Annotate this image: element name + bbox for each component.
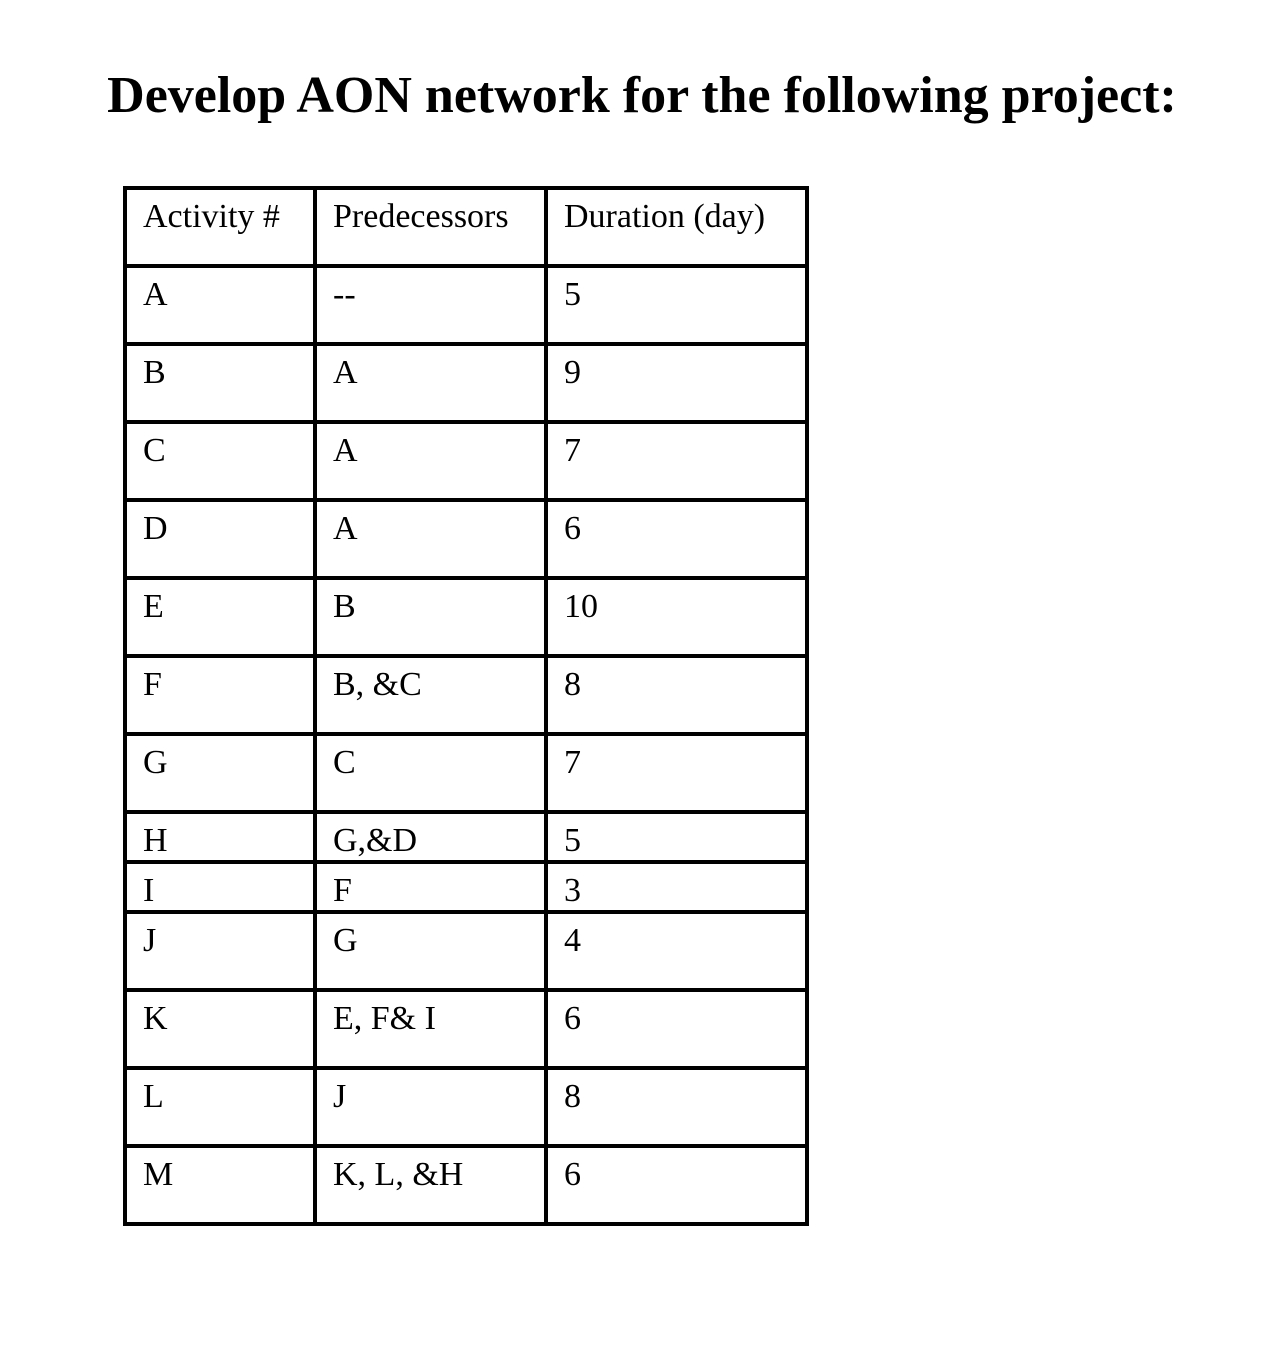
activity-cell: B <box>123 342 317 424</box>
table-row: B A 9 <box>123 342 809 424</box>
activity-cell: J <box>123 910 317 992</box>
duration-cell: 9 <box>544 342 809 424</box>
activity-cell: D <box>123 498 317 580</box>
table-row: E B 10 <box>123 576 809 658</box>
activity-cell: L <box>123 1066 317 1148</box>
table-row: F B, &C 8 <box>123 654 809 736</box>
activity-cell: K <box>123 988 317 1070</box>
predecessors-cell: J <box>313 1066 548 1148</box>
activity-cell: E <box>123 576 317 658</box>
predecessors-cell: C <box>313 732 548 814</box>
table-row: A -- 5 <box>123 264 809 346</box>
predecessors-cell: F <box>313 860 548 914</box>
activity-cell: C <box>123 420 317 502</box>
header-duration: Duration (day) <box>544 186 809 268</box>
duration-cell: 6 <box>544 1144 809 1226</box>
predecessors-cell: E, F& I <box>313 988 548 1070</box>
duration-cell: 7 <box>544 420 809 502</box>
duration-cell: 8 <box>544 654 809 736</box>
table-row: H G,&D 5 <box>123 810 809 864</box>
table-row: K E, F& I 6 <box>123 988 809 1070</box>
predecessors-cell: G <box>313 910 548 992</box>
predecessors-cell: -- <box>313 264 548 346</box>
table-row: L J 8 <box>123 1066 809 1148</box>
predecessors-cell: A <box>313 342 548 424</box>
activity-cell: M <box>123 1144 317 1226</box>
table-row: I F 3 <box>123 860 809 914</box>
table-header-row: Activity # Predecessors Duration (day) <box>123 186 809 268</box>
table-row: J G 4 <box>123 910 809 992</box>
activity-table: Activity # Predecessors Duration (day) A… <box>123 186 809 1226</box>
activity-cell: A <box>123 264 317 346</box>
table-row: D A 6 <box>123 498 809 580</box>
activity-cell: G <box>123 732 317 814</box>
table-row: M K, L, &H 6 <box>123 1144 809 1226</box>
duration-cell: 3 <box>544 860 809 914</box>
predecessors-cell: K, L, &H <box>313 1144 548 1226</box>
activity-cell: I <box>123 860 317 914</box>
table-body: A -- 5 B A 9 C A 7 D A 6 E B 10 F B, &C … <box>123 264 809 1226</box>
table-row: C A 7 <box>123 420 809 502</box>
header-activity: Activity # <box>123 186 317 268</box>
predecessors-cell: A <box>313 498 548 580</box>
predecessors-cell: G,&D <box>313 810 548 864</box>
activity-cell: H <box>123 810 317 864</box>
predecessors-cell: B, &C <box>313 654 548 736</box>
header-predecessors: Predecessors <box>313 186 548 268</box>
duration-cell: 7 <box>544 732 809 814</box>
duration-cell: 6 <box>544 988 809 1070</box>
activity-cell: F <box>123 654 317 736</box>
duration-cell: 6 <box>544 498 809 580</box>
predecessors-cell: B <box>313 576 548 658</box>
duration-cell: 5 <box>544 264 809 346</box>
table-row: G C 7 <box>123 732 809 814</box>
predecessors-cell: A <box>313 420 548 502</box>
duration-cell: 4 <box>544 910 809 992</box>
duration-cell: 10 <box>544 576 809 658</box>
duration-cell: 5 <box>544 810 809 864</box>
page-title: Develop AON network for the following pr… <box>107 67 1177 124</box>
duration-cell: 8 <box>544 1066 809 1148</box>
